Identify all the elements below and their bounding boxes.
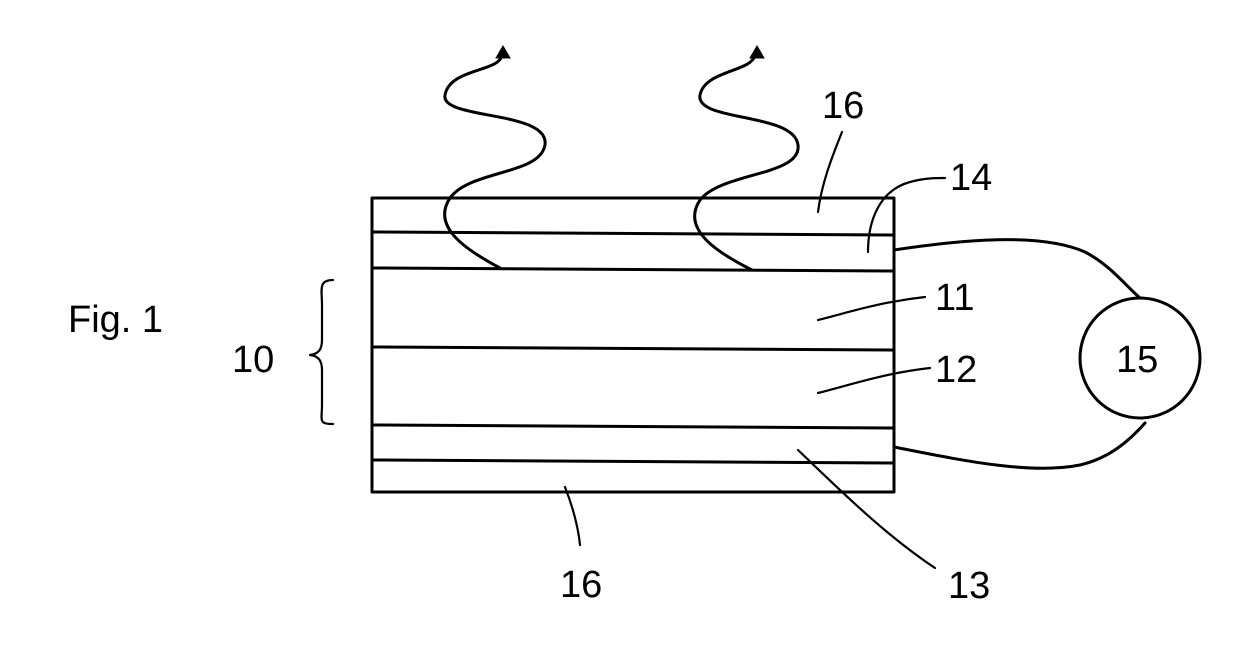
leader-11	[818, 297, 925, 320]
wire-bottom	[894, 423, 1145, 468]
label-coating-bottom: 16	[560, 564, 602, 606]
emission-wave-left	[445, 55, 546, 268]
leader-16-bottom	[565, 487, 580, 545]
layer-stack-outline	[372, 198, 894, 492]
leader-14	[868, 178, 945, 252]
leader-12	[818, 368, 930, 393]
leader-13	[798, 450, 935, 568]
boundary-13-16	[372, 460, 894, 463]
boundary-14-11	[372, 268, 894, 271]
boundary-12-13	[372, 425, 894, 428]
label-coating-top: 16	[822, 85, 864, 127]
leader-16-top	[818, 132, 842, 212]
stack-brace	[310, 280, 333, 424]
emission-arrowhead-left	[496, 46, 510, 58]
label-layer-11: 11	[935, 277, 974, 319]
wire-top	[894, 240, 1140, 298]
emission-wave-right	[695, 55, 799, 270]
label-stack: 10	[232, 339, 274, 381]
label-layer-13: 13	[948, 565, 990, 607]
label-layer-14: 14	[950, 157, 992, 199]
figure-label: Fig. 1	[68, 299, 163, 341]
emission-arrowhead-right	[750, 46, 764, 58]
boundary-11-12	[372, 347, 894, 350]
label-source: 15	[1116, 339, 1158, 381]
label-layer-12: 12	[935, 349, 977, 391]
